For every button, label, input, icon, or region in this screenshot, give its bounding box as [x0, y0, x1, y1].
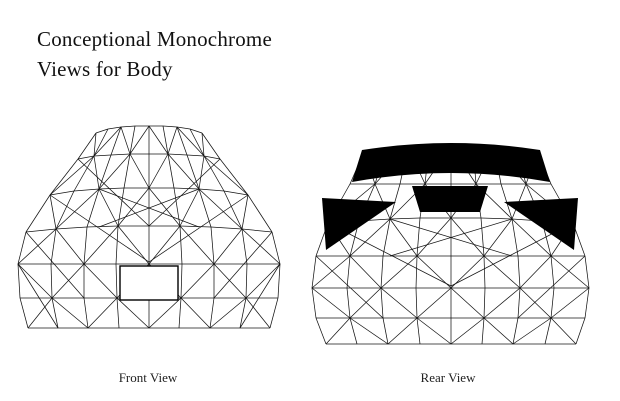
rear-view-caption: Rear View: [420, 370, 476, 385]
front-view-caption: Front View: [118, 370, 178, 385]
page-title: Conceptional Monochrome Views for Body: [37, 27, 272, 82]
rear-view-drawing: [311, 143, 590, 345]
front-view-drawing: [17, 125, 281, 329]
